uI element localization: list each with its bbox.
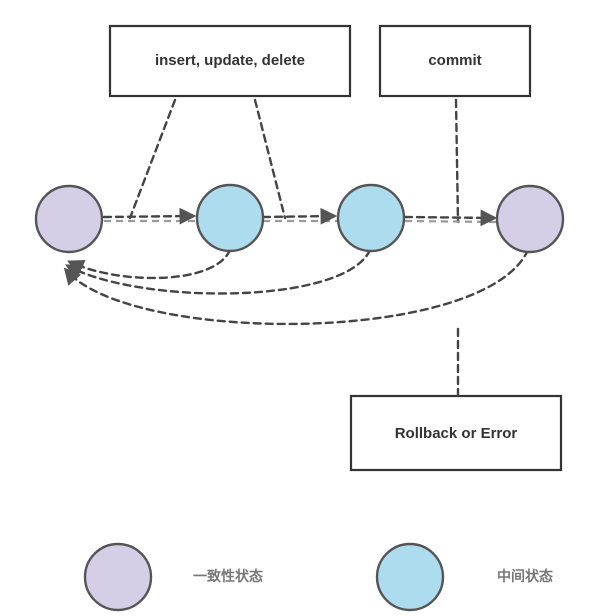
commit-box-label: commit [428,52,481,69]
state-node-1 [34,184,104,254]
dml-box: insert, update, delete [108,24,354,100]
legend-intermediate-label: 中间状态 [497,568,553,585]
rollback-arrow-1 [66,248,232,280]
dml-box-label: insert, update, delete [155,52,305,69]
state-node-2 [195,183,265,253]
legend-consistent-label: 一致性状态 [193,568,263,585]
legend: 一致性状态 中间状态 [83,542,553,612]
rollback-arrow-2 [65,248,372,295]
transition-shadow-3 [404,219,498,224]
legend-consistent-swatch [83,542,153,612]
transition-arrow-3 [403,209,498,227]
state-node-3 [336,183,406,253]
forward-transitions [102,207,498,227]
dml-connector-left [128,98,177,220]
rollback-transitions [63,248,530,326]
transition-arrow-2 [261,207,338,225]
legend-intermediate-swatch [375,542,445,612]
commit-connector [454,98,460,224]
rollback-arrow-3 [63,248,530,326]
dml-connectors [128,98,287,220]
state-node-4 [495,184,565,254]
rollback-box: Rollback or Error [349,394,565,474]
dml-connector-right [253,98,287,220]
rollback-box-label: Rollback or Error [395,425,518,442]
transition-arrow-1 [102,207,197,225]
commit-box: commit [378,24,534,100]
